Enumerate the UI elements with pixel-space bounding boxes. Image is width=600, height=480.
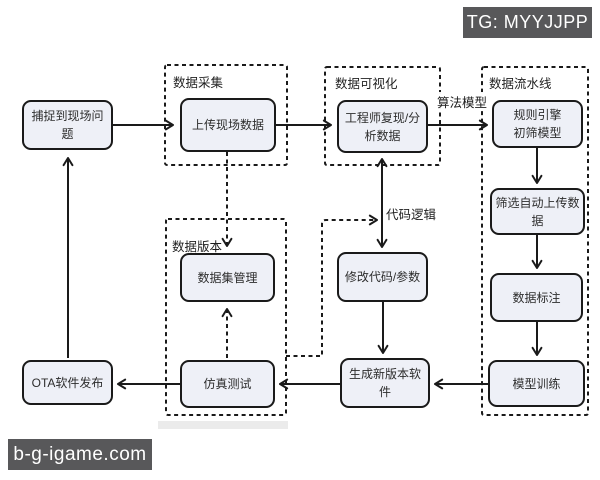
node-data-annotation: 数据标注 (490, 273, 583, 322)
node-capture-issue: 捕捉到现场问题 (22, 100, 113, 150)
edge-label-algorithm-model: 算法模型 (436, 92, 489, 111)
container-data-version-box (165, 218, 287, 416)
container-data-pipeline-box (481, 66, 589, 416)
node-rule-engine-model: 规则引擎 初筛模型 (492, 100, 583, 148)
watermark-telegram-badge: TG: MYYJJPP (463, 7, 592, 38)
container-data-collect-box (164, 64, 288, 166)
node-dataset-management: 数据集管理 (180, 253, 275, 302)
node-upload-data: 上传现场数据 (180, 98, 276, 152)
blur-artifact (158, 421, 288, 429)
container-label-data-collect: 数据采集 (173, 76, 224, 90)
node-model-training: 模型训练 (488, 360, 585, 407)
node-filter-auto-upload: 筛选自动上传数 据 (490, 188, 585, 235)
node-simulation-test: 仿真测试 (180, 360, 275, 408)
node-ota-release: OTA软件发布 (22, 360, 113, 405)
node-modify-code-params: 修改代码/参数 (337, 252, 428, 302)
dashed-connector-version-to-code-logic (286, 214, 378, 357)
watermark-site-badge: b-g-igame.com (8, 439, 152, 470)
container-label-data-pipeline: 数据流水线 (489, 77, 552, 91)
node-build-new-version: 生成新版本软 件 (340, 358, 430, 408)
container-label-data-version: 数据版本 (172, 240, 223, 254)
container-label-data-visualize: 数据可视化 (335, 77, 398, 91)
edge-label-code-logic: 代码逻辑 (386, 208, 437, 222)
node-engineer-analyze: 工程师复现/分 析数据 (337, 100, 428, 153)
